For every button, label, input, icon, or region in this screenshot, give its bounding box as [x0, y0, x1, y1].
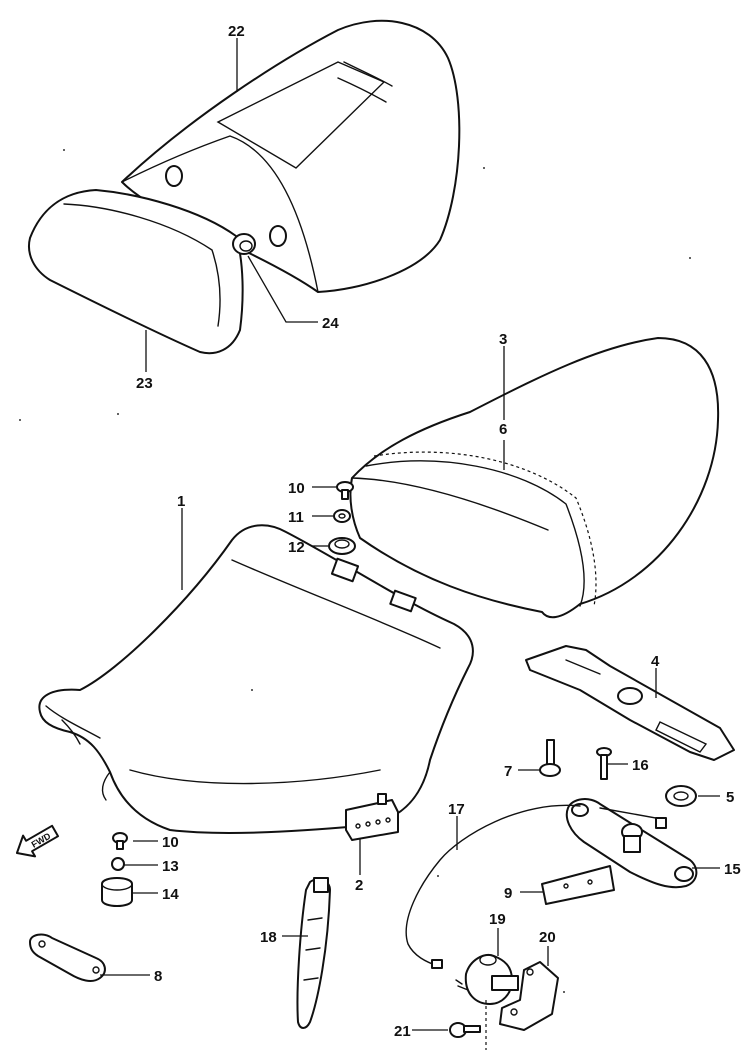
callout-7: 7 — [504, 763, 512, 780]
callout-24: 24 — [322, 315, 339, 332]
callout-5: 5 — [726, 789, 734, 806]
part-18-cable-tie — [296, 877, 331, 1029]
callout-21: 21 — [394, 1023, 411, 1040]
callout-6: 6 — [499, 421, 507, 438]
callout-1: 1 — [177, 493, 185, 510]
callout-labels: 22 23 24 3 6 1 10 11 12 4 5 7 16 15 17 9… — [136, 23, 741, 1040]
callout-10-upper: 10 — [288, 480, 305, 497]
callout-16: 16 — [632, 757, 649, 774]
part-10-bolt-lower — [112, 832, 128, 850]
callout-17: 17 — [448, 801, 465, 818]
part-17-cable — [405, 804, 581, 969]
part-2-clamp-block — [345, 793, 399, 841]
callout-2: 2 — [355, 877, 363, 894]
part-1-front-seat — [38, 524, 474, 834]
part-8-strap — [29, 933, 106, 982]
leader-lines — [100, 38, 720, 1031]
callout-14: 14 — [162, 886, 179, 903]
callout-18: 18 — [260, 929, 277, 946]
callout-20: 20 — [539, 929, 556, 946]
part-21-screw — [449, 1022, 481, 1038]
part-4-bracket-plate — [525, 645, 735, 761]
callout-3: 3 — [499, 331, 507, 348]
part-16-screw — [596, 747, 612, 780]
part-10-bolt — [336, 481, 354, 500]
callout-19: 19 — [489, 911, 506, 928]
callout-9: 9 — [504, 885, 512, 902]
part-20-lock-bracket — [499, 961, 559, 1031]
part-24-grommet — [232, 233, 256, 255]
part-23-seat-pad — [28, 189, 244, 355]
part-14-spacer — [101, 877, 133, 907]
part-12-cushion — [328, 537, 356, 555]
part-9-shim-plate — [541, 865, 615, 905]
callout-8: 8 — [154, 968, 162, 985]
callout-23: 23 — [136, 375, 153, 392]
part-7-bolt — [539, 739, 561, 777]
part-15-latch-plate — [565, 798, 698, 889]
part-11-washer — [333, 509, 351, 523]
fwd-arrow-icon: FWD — [15, 824, 60, 858]
callout-11: 11 — [288, 509, 304, 526]
callout-22: 22 — [228, 23, 245, 40]
callout-4: 4 — [651, 653, 660, 670]
callout-10-lower: 10 — [162, 834, 179, 851]
part-5-nut — [665, 785, 697, 807]
scan-specks — [19, 149, 691, 993]
callout-12: 12 — [288, 539, 305, 556]
callout-13: 13 — [162, 858, 179, 875]
callout-15: 15 — [724, 861, 741, 878]
part-3-rear-seat — [349, 337, 720, 619]
part-19-seat-lock — [455, 954, 519, 1005]
part-13-nut — [111, 857, 125, 871]
